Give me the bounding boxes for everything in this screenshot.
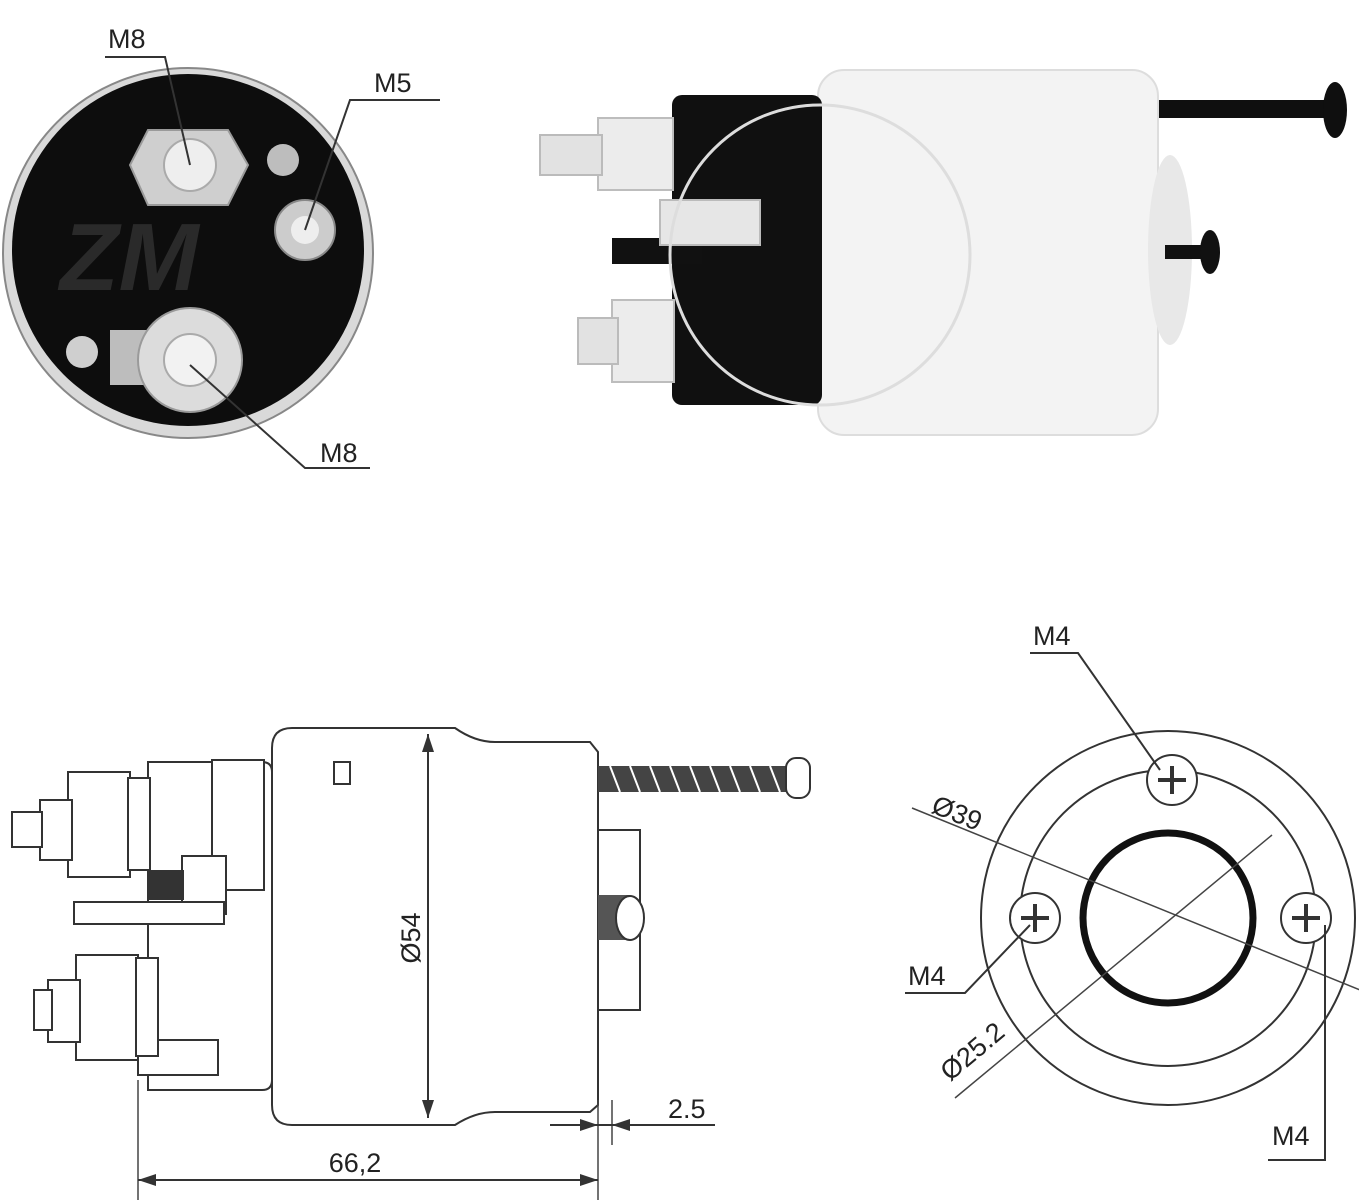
length-label: 66,2 bbox=[329, 1148, 382, 1178]
top-terminal-stud bbox=[128, 129, 250, 206]
side-drawing: Ø54 66,2 2.5 bbox=[11, 727, 811, 1200]
side-view-photo bbox=[539, 69, 1347, 436]
offset-label: 2.5 bbox=[668, 1094, 706, 1124]
mounting-hole-left bbox=[1009, 892, 1061, 944]
end-view-photo: ZM M8 M5 M8 bbox=[2, 24, 440, 469]
small-terminal-label: M5 bbox=[374, 68, 412, 98]
bolt-circle-label: Ø39 bbox=[928, 790, 987, 837]
hole-right-label: M4 bbox=[1272, 1121, 1310, 1151]
top-terminal-label: M8 bbox=[108, 24, 146, 54]
mounting-hole-right bbox=[1280, 892, 1332, 944]
diameter-label: Ø54 bbox=[396, 912, 426, 963]
bore-label: Ø25.2 bbox=[935, 1016, 1011, 1086]
hole-top-label: M4 bbox=[1033, 621, 1071, 651]
mounting-hole-top bbox=[1146, 754, 1198, 806]
bottom-terminal-label: M8 bbox=[320, 438, 358, 468]
bottom-terminal-stud bbox=[66, 307, 243, 413]
svg-text:ZM: ZM bbox=[57, 204, 201, 311]
hole-left-label: M4 bbox=[908, 961, 946, 991]
flange-drawing: M4 M4 M4 Ø39 Ø25.2 bbox=[905, 621, 1359, 1161]
